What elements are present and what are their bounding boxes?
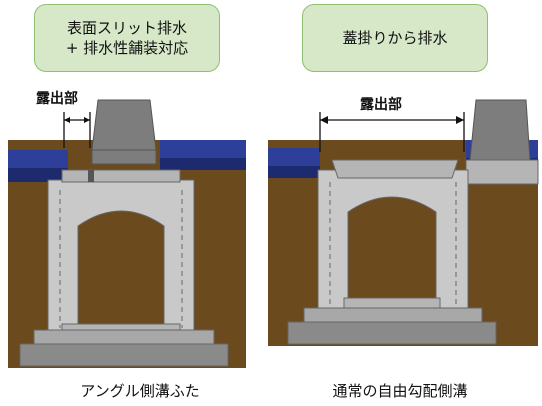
right-box-line1: 蓋掛りから排水 xyxy=(342,29,448,47)
left-label-box: 表面スリット排水 + 排水性舗装対応 xyxy=(34,4,220,72)
left-slit xyxy=(88,170,94,182)
left-box-line2: + 排水性舗装対応 xyxy=(65,39,189,57)
left-asphalt-left xyxy=(8,150,68,168)
right-exposed-label: 露出部 xyxy=(360,97,402,113)
right-curb xyxy=(469,99,531,161)
left-box-line1: 表面スリット排水 xyxy=(66,19,187,37)
left-base-bottom xyxy=(19,343,229,367)
right-base-mid xyxy=(303,307,483,323)
left-asphalt-right xyxy=(160,140,246,158)
left-curb xyxy=(91,99,157,151)
right-asphalt-left xyxy=(268,148,320,166)
right-lid xyxy=(331,159,459,179)
left-diagram xyxy=(8,99,246,368)
left-caption: アングル側溝ふた xyxy=(80,382,200,400)
right-base-inner xyxy=(343,297,441,309)
left-base-mid xyxy=(33,329,215,345)
right-label-box: 蓋掛りから排水 xyxy=(302,4,488,72)
left-exposed-label: 露出部 xyxy=(36,91,78,107)
right-base-bottom xyxy=(287,321,497,345)
left-lid xyxy=(61,169,181,183)
right-diagram xyxy=(268,99,539,346)
right-caption: 通常の自由勾配側溝 xyxy=(332,382,468,400)
